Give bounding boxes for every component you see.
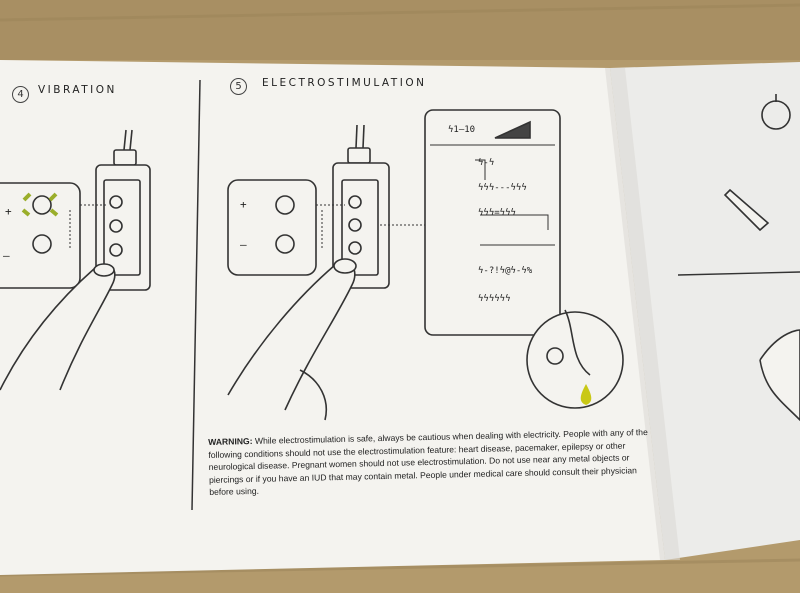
display-row-3: ϟϟϟ=ϟϟϟ bbox=[478, 208, 516, 218]
vibration-minus-label: – bbox=[3, 249, 10, 262]
electro-minus-label: – bbox=[240, 238, 247, 251]
electrostimulation-illustration bbox=[227, 124, 425, 421]
section-4-number: 4 bbox=[12, 86, 29, 103]
warning-label: WARNING: bbox=[208, 435, 253, 447]
electro-plus-label: + bbox=[240, 198, 247, 211]
electrostimulation-heading: ELECTROSTIMULATION bbox=[262, 77, 427, 89]
section-5-number: 5 bbox=[230, 78, 247, 95]
vibration-heading: VIBRATION bbox=[38, 84, 117, 96]
right-page-illustrations bbox=[677, 94, 800, 422]
warning-paragraph: WARNING: While electrostimulation is saf… bbox=[208, 426, 654, 499]
display-row-5: ϟ-?!ϟ@ϟ-ϟ% bbox=[478, 266, 533, 276]
vibration-plus-label: + bbox=[5, 205, 12, 218]
display-row-6: ϟϟϟϟϟϟ bbox=[478, 294, 511, 304]
vibration-illustration bbox=[0, 129, 151, 391]
display-row-2: ϟϟϟ---ϟϟϟ bbox=[478, 183, 527, 193]
display-panel bbox=[424, 109, 624, 409]
warning-text: While electrostimulation is safe, always… bbox=[208, 427, 648, 498]
display-row-1: ϟ-ϟ bbox=[478, 158, 495, 168]
display-range: ϟ1–10 bbox=[448, 125, 476, 135]
section-divider bbox=[191, 79, 201, 511]
